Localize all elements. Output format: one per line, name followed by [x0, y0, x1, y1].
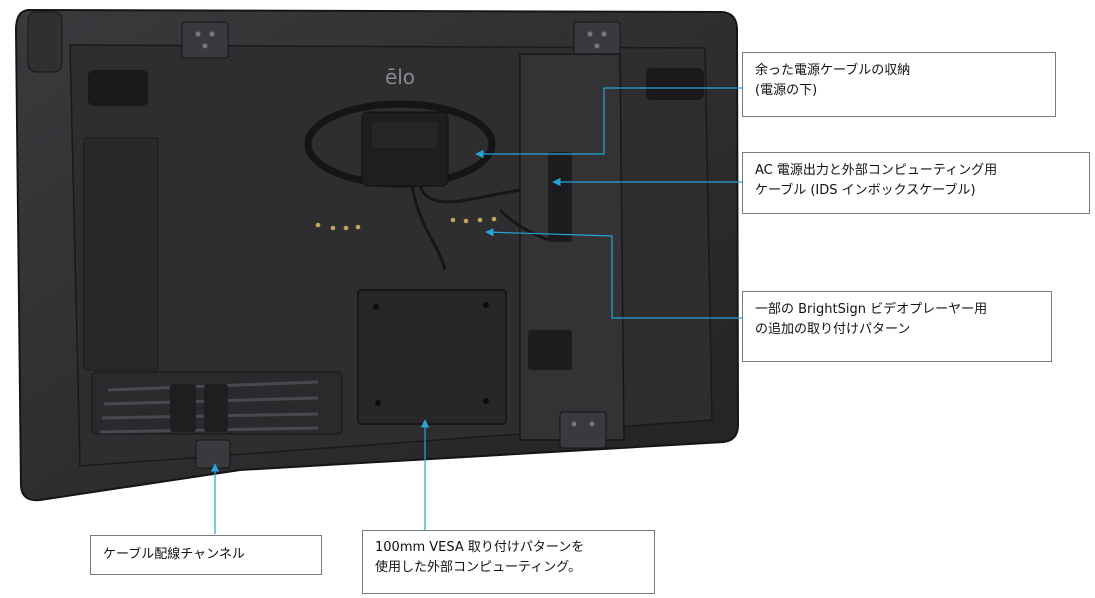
- elo-logo: ēlo: [385, 65, 415, 89]
- callout-cable-channel: ケーブル配線チャンネル: [90, 535, 322, 575]
- cable-channel: [91, 371, 343, 469]
- callout-brightsign-line2: の追加の取り付けパターン: [755, 322, 911, 337]
- ids-cables: [410, 185, 549, 271]
- callout-cable-storage-line2: (電源の下): [755, 83, 818, 98]
- power-supply: [304, 100, 496, 188]
- callout-brightsign-line1: 一部の BrightSign ビデオプレーヤー用: [755, 302, 988, 317]
- leader-cable-storage: [475, 87, 742, 159]
- callout-vesa-line1: 100mm VESA 取り付けパターンを: [375, 540, 585, 555]
- callout-cable-storage-line1: 余った電源ケーブルの収納: [755, 63, 911, 78]
- callout-cable-channel-line1: ケーブル配線チャンネル: [103, 547, 245, 562]
- leader-brightsign: [485, 228, 742, 319]
- callout-cable-storage: 余った電源ケーブルの収納 (電源の下): [742, 52, 1056, 117]
- top-bracket-left: [181, 21, 229, 59]
- left-side-panel: [83, 137, 159, 371]
- callout-brightsign: 一部の BrightSign ビデオプレーヤー用 の追加の取り付けパターン: [742, 291, 1052, 362]
- callout-ac-output: AC 電源出力と外部コンピューティング用 ケーブル (IDS インボックスケーブ…: [742, 152, 1090, 214]
- right-cable-cover: [519, 53, 625, 449]
- vesa-mount-plate: [357, 289, 507, 425]
- leader-lines: [210, 87, 742, 534]
- callout-ac-output-line1: AC 電源出力と外部コンピューティング用: [755, 163, 998, 178]
- top-bracket-right: [573, 21, 621, 59]
- callout-vesa: 100mm VESA 取り付けパターンを 使用した外部コンピューティング。: [362, 530, 655, 594]
- speaker-grille-right: [646, 68, 704, 100]
- callout-ac-output-line2: ケーブル (IDS インボックスケーブル): [755, 183, 976, 198]
- speaker-grille-left: [88, 70, 148, 106]
- callout-vesa-line2: 使用した外部コンピューティング。: [375, 560, 582, 575]
